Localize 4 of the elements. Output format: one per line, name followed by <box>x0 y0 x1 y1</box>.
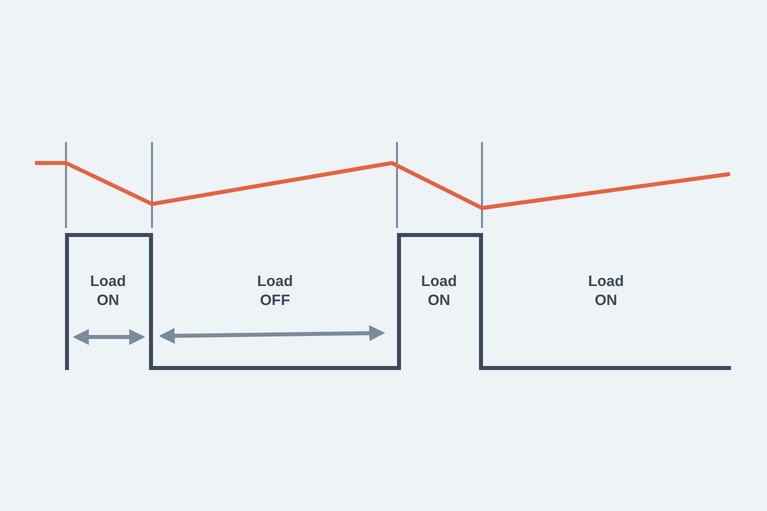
state-label: Load ON <box>587 272 625 310</box>
state-label: Load ON <box>89 272 127 310</box>
state-label: Load ON <box>420 272 458 310</box>
state-label: Load OFF <box>256 272 294 310</box>
